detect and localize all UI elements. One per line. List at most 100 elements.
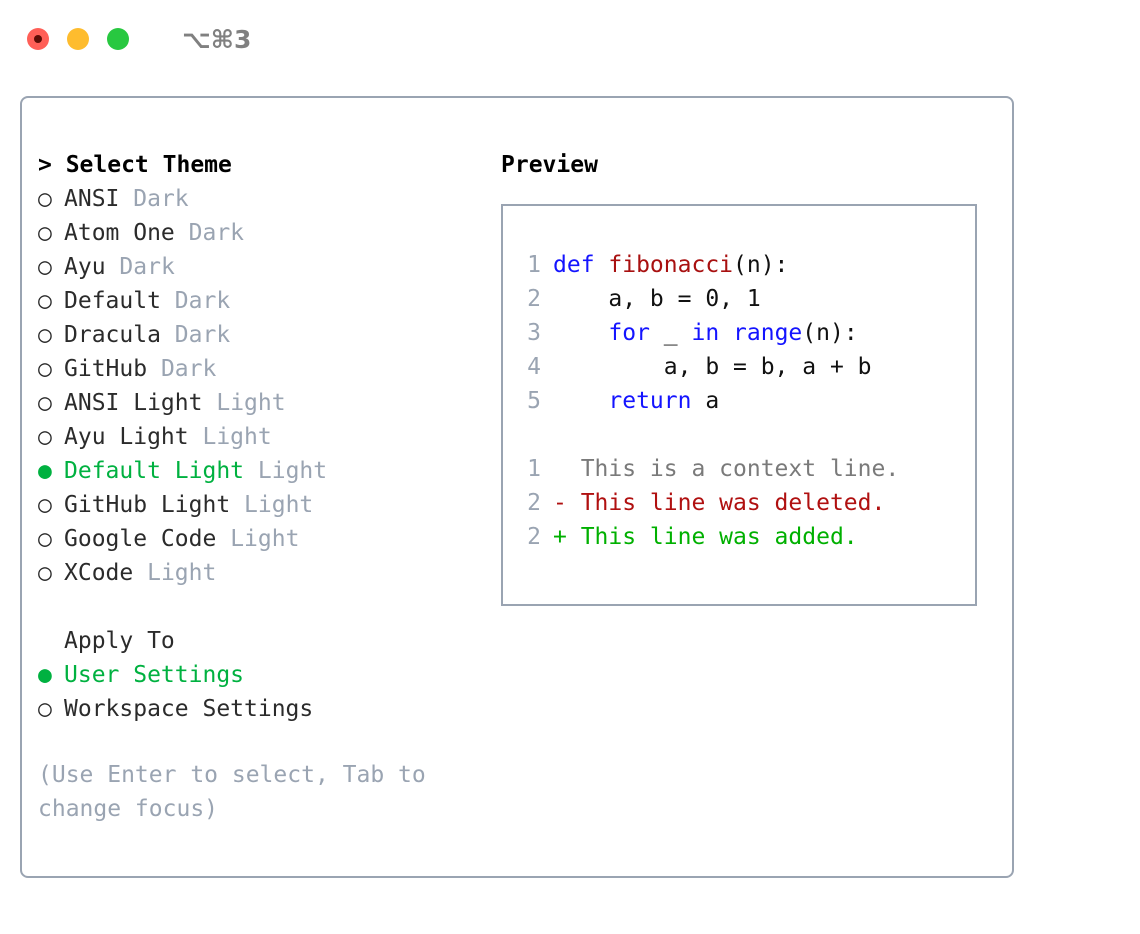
apply-to-option-user-settings[interactable]: ● User Settings	[38, 658, 478, 692]
code-token	[719, 320, 733, 346]
code-token: return	[608, 388, 692, 414]
line-number: 1	[527, 252, 541, 278]
radio-unselected-icon: ○	[38, 696, 52, 722]
radio-unselected-icon: ○	[38, 390, 52, 416]
code-token: in	[691, 320, 720, 346]
theme-name: Default Light	[64, 458, 245, 484]
apply-to-label: Workspace Settings	[64, 696, 314, 722]
main-panel: > Select Theme ○ANSI Dark○Atom One Dark○…	[20, 96, 1014, 878]
apply-to-list: ● User Settings ○ Workspace Settings	[38, 658, 478, 726]
theme-name: Ayu	[64, 254, 106, 280]
line-number: 2	[527, 524, 541, 550]
preview-box: 1 def fibonacci(n): 2 a, b = 0, 1 3 for _ i…	[501, 204, 977, 606]
code-block: 1 def fibonacci(n): 2 a, b = 0, 1 3 for _ i…	[513, 248, 967, 418]
theme-option-github[interactable]: ○ GitHub Dark	[38, 352, 478, 386]
window-controls	[27, 28, 129, 50]
close-button[interactable]	[27, 28, 49, 50]
maximize-button[interactable]	[107, 28, 129, 50]
diff-text: - This line was deleted.	[553, 490, 886, 516]
code-token: range	[733, 320, 803, 346]
theme-option-ansi-light[interactable]: ○ ANSI Light Light	[38, 386, 478, 420]
code-line: 4 a, b = b, a + b	[513, 350, 967, 384]
diff-text: + This line was added.	[553, 524, 858, 550]
theme-option-github-light[interactable]: ○GitHub Light Light	[38, 488, 478, 522]
theme-variant-badge: Dark	[133, 186, 189, 212]
minimize-button[interactable]	[67, 28, 89, 50]
theme-option-google-code[interactable]: ○ Google Code Light	[38, 522, 478, 556]
theme-name: GitHub	[64, 356, 148, 382]
theme-variant-badge: Dark	[119, 254, 175, 280]
theme-variant-badge: Dark	[188, 220, 245, 246]
theme-selector-pane: > Select Theme ○ANSI Dark○Atom One Dark○…	[38, 148, 478, 826]
theme-name: GitHub Light	[64, 492, 231, 518]
theme-option-default[interactable]: ○Default Dark	[38, 284, 478, 318]
keyboard-hint-text: (Use Enter to select, Tab to change focu…	[38, 762, 426, 822]
line-number: 5	[527, 388, 541, 414]
theme-option-dracula[interactable]: ○ Dracula Dark	[38, 318, 478, 352]
code-token: fibonacci	[608, 252, 734, 278]
title-bar: ⌥⌘3	[0, 0, 1140, 78]
theme-option-xcode[interactable]: ○XCode Light	[38, 556, 478, 590]
theme-option-ayu[interactable]: ○ Ayu Dark	[38, 250, 478, 284]
theme-option-ansi[interactable]: ○ ANSI Dark	[38, 182, 478, 216]
select-theme-heading: > Select Theme	[38, 152, 232, 178]
line-number: 3	[527, 320, 541, 346]
section-spacer	[38, 590, 478, 624]
line-number: 2	[527, 490, 541, 516]
theme-name: Dracula	[64, 322, 161, 348]
theme-variant-badge: Dark	[174, 288, 231, 314]
code-line: 1 def fibonacci(n):	[513, 248, 967, 282]
theme-name: Atom One	[64, 220, 175, 246]
theme-name: Ayu Light	[64, 424, 189, 450]
code-line: 5 return a	[513, 384, 967, 418]
code-token	[553, 320, 608, 346]
theme-list: ○ANSI Dark○Atom One Dark○Ayu Dark○Defaul…	[38, 182, 478, 590]
theme-variant-badge: Light	[216, 390, 286, 416]
radio-selected-icon: ●	[38, 458, 52, 484]
diff-spacer	[513, 418, 967, 452]
theme-option-default-light[interactable]: ● Default Light Light	[38, 454, 478, 488]
apply-to-label: User Settings	[64, 662, 245, 688]
code-token: a, b = 0, 1	[553, 286, 761, 312]
theme-variant-badge: Light	[202, 424, 272, 450]
theme-variant-badge: Light	[230, 526, 300, 552]
diff-line-ctx: 1 This is a context line.	[513, 452, 967, 486]
radio-unselected-icon: ○	[38, 254, 52, 280]
radio-selected-icon: ●	[38, 662, 52, 688]
radio-unselected-icon: ○	[38, 560, 52, 586]
radio-unselected-icon: ○	[38, 220, 52, 246]
theme-option-atom-one[interactable]: ○ Atom One Dark	[38, 216, 478, 250]
theme-variant-badge: Light	[257, 458, 328, 484]
code-token: _	[649, 320, 692, 346]
line-number: 2	[527, 286, 541, 312]
code-token: (n):	[733, 252, 789, 278]
code-token: for	[608, 320, 650, 346]
theme-name: Google Code	[64, 526, 217, 552]
radio-unselected-icon: ○	[38, 356, 52, 382]
radio-unselected-icon: ○	[38, 526, 52, 552]
radio-unselected-icon: ○	[38, 424, 52, 450]
theme-variant-badge: Dark	[160, 356, 217, 382]
diff-block: 1 This is a context line. 2 - This line wa…	[513, 452, 967, 554]
theme-name: ANSI	[64, 186, 120, 212]
theme-option-ayu-light[interactable]: ○ Ayu Light Light	[38, 420, 478, 454]
code-token: a, b = b, a + b	[553, 354, 872, 380]
preview-heading: Preview	[501, 152, 598, 178]
code-token: def	[553, 252, 609, 278]
theme-name: ANSI Light	[64, 390, 203, 416]
apply-to-heading: Apply To	[64, 628, 175, 654]
line-number: 4	[527, 354, 541, 380]
line-number: 1	[527, 456, 541, 482]
radio-unselected-icon: ○	[38, 322, 52, 348]
code-preview: 1 def fibonacci(n): 2 a, b = 0, 1 3 for _ i…	[513, 248, 967, 554]
diff-text: This is a context line.	[553, 456, 900, 482]
theme-name: XCode	[64, 560, 134, 586]
code-token	[553, 388, 608, 414]
theme-variant-badge: Dark	[174, 322, 231, 348]
radio-unselected-icon: ○	[38, 186, 52, 212]
code-line: 2 a, b = 0, 1	[513, 282, 967, 316]
theme-variant-badge: Light	[244, 492, 314, 518]
theme-name: Default	[64, 288, 161, 314]
apply-to-option-workspace-settings[interactable]: ○ Workspace Settings	[38, 692, 478, 726]
